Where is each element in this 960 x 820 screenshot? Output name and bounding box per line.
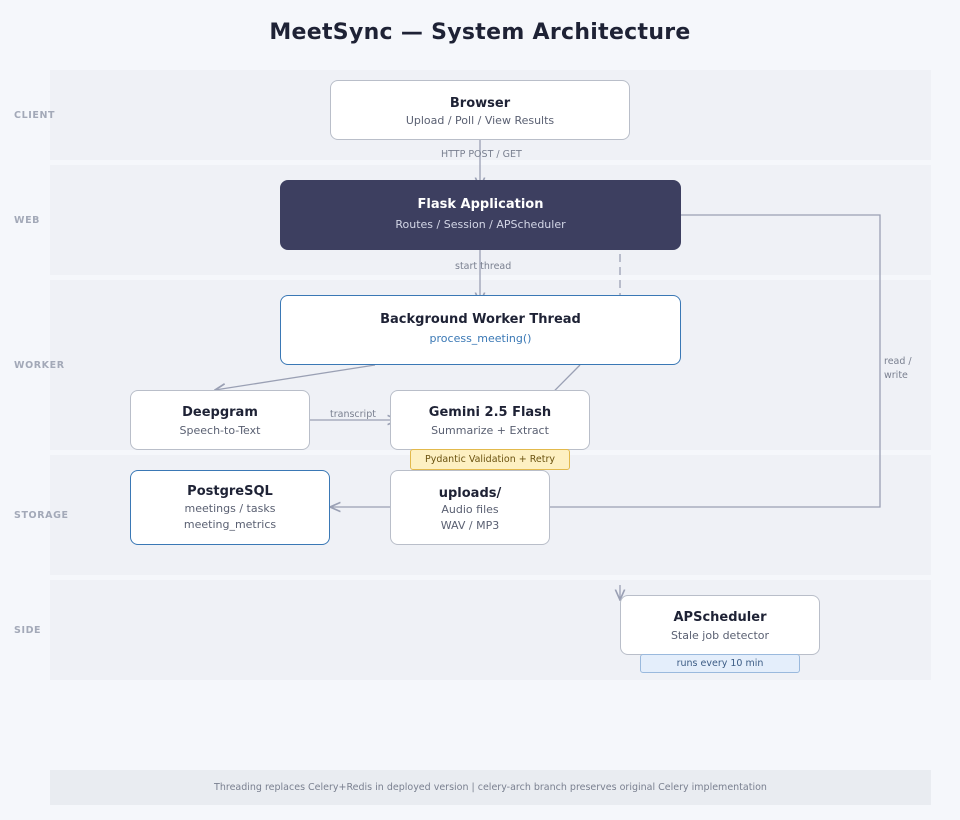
node-postgres-title: PostgreSQL xyxy=(187,484,273,499)
lane-label-side: SIDE xyxy=(14,625,42,636)
node-uploads-line1: Audio files xyxy=(441,503,499,516)
node-uploads-line2: WAV / MP3 xyxy=(440,519,500,532)
node-postgres-line1: meetings / tasks xyxy=(184,502,276,515)
lane-label-client: CLIENT xyxy=(14,110,56,121)
node-worker-subtitle: process_meeting() xyxy=(429,332,532,345)
node-deepgram-subtitle: Speech-to-Text xyxy=(179,424,261,437)
edge-label-read: read / xyxy=(884,356,912,367)
lane-label-storage: STORAGE xyxy=(14,510,69,521)
node-gemini: Gemini 2.5 Flash Summarize + Extract xyxy=(390,390,590,450)
node-apscheduler-title: APScheduler xyxy=(673,610,767,625)
edge-label-transcript: transcript xyxy=(330,409,376,420)
node-gemini-subtitle: Summarize + Extract xyxy=(431,424,549,437)
pydantic-validation-badge: Pydantic Validation + Retry xyxy=(410,449,570,470)
node-gemini-title: Gemini 2.5 Flash xyxy=(428,405,552,420)
node-flask-title: Flask Application xyxy=(417,197,544,212)
node-apscheduler-subtitle: Stale job detector xyxy=(670,629,770,642)
node-postgresql: PostgreSQL meetings / tasks meeting_metr… xyxy=(130,470,330,545)
node-uploads-title: uploads/ xyxy=(438,486,502,501)
node-worker-title: Background Worker Thread xyxy=(380,312,581,327)
node-browser-subtitle: Upload / Poll / View Results xyxy=(405,114,555,127)
node-postgres-line2: meeting_metrics xyxy=(183,518,277,531)
lane-label-worker: WORKER xyxy=(14,360,65,371)
node-uploads: uploads/ Audio files WAV / MP3 xyxy=(390,470,550,545)
node-browser: Browser Upload / Poll / View Results xyxy=(330,80,630,140)
node-browser-title: Browser xyxy=(449,96,511,111)
edge-flask-read-write xyxy=(330,214,881,507)
footer-note: Threading replaces Celery+Redis in deplo… xyxy=(50,770,931,805)
node-deepgram-title: Deepgram xyxy=(182,405,258,420)
node-flask-subtitle: Routes / Session / APScheduler xyxy=(395,218,566,231)
edge-worker-to-deepgram xyxy=(215,364,376,390)
edge-label-http: HTTP POST / GET xyxy=(441,149,522,160)
node-background-worker: Background Worker Thread process_meeting… xyxy=(280,295,681,365)
edge-label-write: write xyxy=(884,370,908,381)
node-flask-application: Flask Application Routes / Session / APS… xyxy=(280,180,681,250)
diagram-title: MeetSync — System Architecture xyxy=(269,20,691,45)
edge-label-start-thread: start thread xyxy=(455,261,512,272)
node-apscheduler: APScheduler Stale job detector xyxy=(620,595,820,655)
lane-label-web: WEB xyxy=(14,215,41,226)
schedule-badge: runs every 10 min xyxy=(640,654,800,673)
node-deepgram: Deepgram Speech-to-Text xyxy=(130,390,310,450)
